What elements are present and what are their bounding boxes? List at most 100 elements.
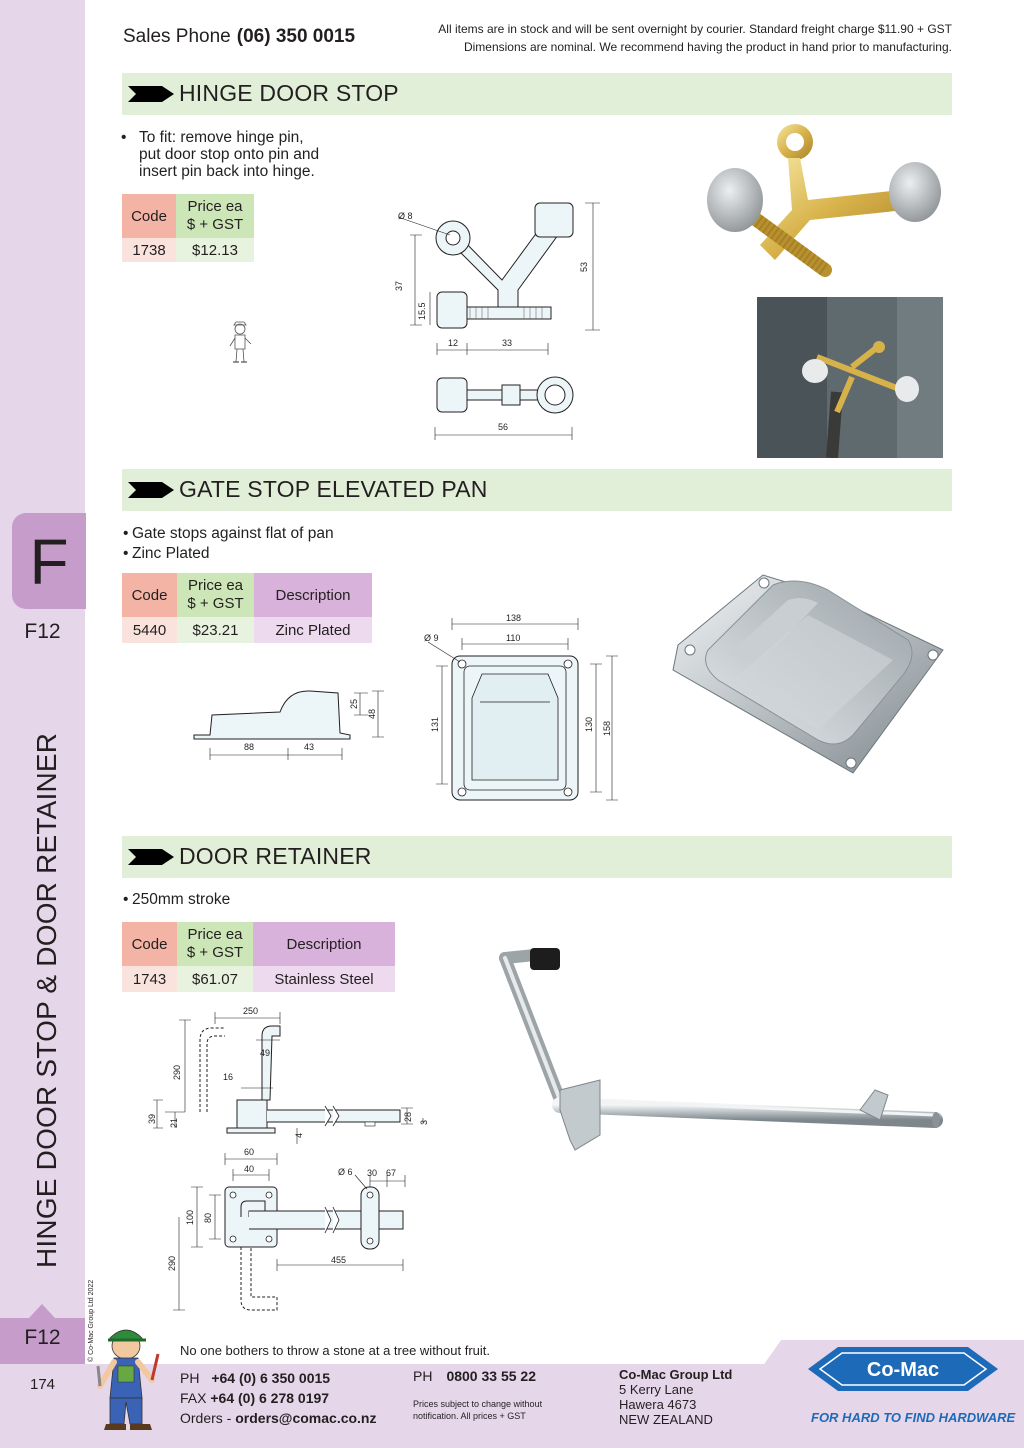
footer-fax-number: +64 (0) 6 278 0197 bbox=[210, 1390, 330, 1406]
hinge-door-stop-drawing: Ø 8 37 15.5 53 12 33 56 bbox=[394, 202, 600, 440]
section-arrow-icon bbox=[128, 482, 174, 498]
logo-tagline: FOR HARD TO FIND HARDWARE bbox=[811, 1410, 1016, 1425]
footer-phone: PH +64 (0) 6 350 0015 bbox=[180, 1370, 331, 1386]
sales-phone-number[interactable]: (06) 350 0015 bbox=[236, 26, 356, 47]
section-title: GATE STOP ELEVATED PAN bbox=[179, 476, 488, 502]
footer-tagline: No one bothers to throw a stone at a tre… bbox=[180, 1343, 491, 1358]
bottom-tab-code: F12 bbox=[24, 1326, 61, 1349]
col-header-code: Code bbox=[122, 922, 177, 966]
cell-code: 1738 bbox=[122, 238, 176, 262]
door-retainer-side-drawing: 250 49 290 16 39 21 4 28 3 bbox=[147, 1006, 429, 1144]
section-tab-code: F12 bbox=[24, 620, 61, 643]
bullet-item: To fit: remove hinge pin, bbox=[121, 129, 319, 146]
bottom-tab-arrow bbox=[29, 1304, 55, 1318]
dim-label: 28 bbox=[403, 1112, 413, 1122]
gate-bullets: Gate stops against flat of pan Zinc Plat… bbox=[123, 524, 334, 564]
hinge-door-stop-photo bbox=[707, 124, 941, 277]
dim-label: 33 bbox=[502, 338, 512, 348]
retainer-bullets: 250mm stroke bbox=[123, 890, 230, 910]
cell-price: $23.21 bbox=[177, 617, 254, 643]
cell-price: $61.07 bbox=[177, 966, 253, 992]
dim-label: 290 bbox=[172, 1065, 182, 1080]
sales-phone-label: Sales Phone bbox=[123, 26, 231, 47]
dim-label: 39 bbox=[147, 1114, 157, 1124]
logo-text: Co-Mac bbox=[867, 1359, 939, 1381]
section-title: HINGE DOOR STOP bbox=[179, 80, 399, 106]
hinge-price-table: Code Price ea$ + GST 1738 $12.13 bbox=[122, 194, 254, 262]
bullet-continuation: put door stop onto pin and bbox=[139, 146, 320, 163]
comac-logo: Co-Mac bbox=[808, 1347, 998, 1391]
dim-label: 4 bbox=[294, 1133, 304, 1138]
bullet-item: 250mm stroke bbox=[123, 890, 230, 910]
bullet-item: Zinc Plated bbox=[123, 544, 334, 564]
copyright-notice: © Co-Mac Group Ltd 2022 bbox=[88, 1279, 95, 1362]
section-header-gate-stop: GATE STOP ELEVATED PAN bbox=[122, 469, 952, 511]
cell-code: 5440 bbox=[122, 617, 177, 643]
dim-label: 250 bbox=[243, 1006, 258, 1016]
dim-label: 40 bbox=[244, 1164, 254, 1174]
section-arrow-icon bbox=[128, 86, 174, 102]
dim-label: 56 bbox=[498, 422, 508, 432]
gate-stop-photo bbox=[672, 574, 944, 774]
footer-phone2-number[interactable]: 0800 33 55 22 bbox=[446, 1368, 536, 1384]
dim-label: 130 bbox=[584, 717, 594, 732]
col-header-price: Price ea$ + GST bbox=[176, 194, 254, 238]
footer-orders-email[interactable]: orders@comac.co.nz bbox=[235, 1410, 377, 1426]
dim-label: 158 bbox=[602, 721, 612, 736]
table-row: 1738 $12.13 bbox=[122, 238, 254, 262]
col-header-code: Code bbox=[122, 573, 177, 617]
footer-phone-number[interactable]: +64 (0) 6 350 0015 bbox=[211, 1370, 331, 1386]
table-row: 5440 $23.21 Zinc Plated bbox=[122, 617, 372, 643]
col-header-price: Price ea$ + GST bbox=[177, 573, 254, 617]
section-header-door-retainer: DOOR RETAINER bbox=[122, 836, 952, 878]
dim-label: 138 bbox=[506, 613, 521, 623]
cell-price: $12.13 bbox=[176, 238, 254, 262]
footer-address: Co-Mac Group Ltd 5 Kerry Lane Hawera 467… bbox=[619, 1367, 732, 1427]
bullet-item: Gate stops against flat of pan bbox=[123, 524, 334, 544]
page-number: 174 bbox=[29, 1376, 56, 1393]
sales-phone: Sales Phone(06) 350 0015 bbox=[123, 26, 355, 48]
section-title: DOOR RETAINER bbox=[179, 843, 372, 869]
dim-label: 455 bbox=[331, 1255, 346, 1265]
section-header-hinge-door-stop: HINGE DOOR STOP bbox=[122, 73, 952, 115]
retainer-price-table: Code Price ea$ + GST Description 1743 $6… bbox=[122, 922, 395, 992]
dim-label: 110 bbox=[506, 633, 520, 643]
dim-label: 21 bbox=[169, 1118, 179, 1128]
dim-label: 25 bbox=[349, 699, 359, 709]
gate-price-table: Code Price ea$ + GST Description 5440 $2… bbox=[122, 573, 372, 643]
col-header-price: Price ea$ + GST bbox=[177, 922, 253, 966]
mascot-plumber-icon bbox=[96, 1329, 160, 1430]
header-note-line1: All items are in stock and will be sent … bbox=[438, 22, 952, 36]
dim-label: 30 bbox=[367, 1168, 377, 1178]
cell-description: Zinc Plated bbox=[254, 617, 372, 643]
footer-address-line: NEW ZEALAND bbox=[619, 1412, 713, 1427]
col-header-code: Code bbox=[122, 194, 176, 238]
dim-label: 100 bbox=[185, 1210, 195, 1225]
footer-contacts: PH +64 (0) 6 350 0015 FAX +64 (0) 6 278 … bbox=[180, 1368, 377, 1428]
section-arrow-icon bbox=[128, 849, 174, 865]
header-note-line2: Dimensions are nominal. We recommend hav… bbox=[463, 40, 952, 54]
dim-label: 131 bbox=[430, 717, 440, 732]
dim-label: 16 bbox=[223, 1072, 233, 1082]
footer-fax: FAX +64 (0) 6 278 0197 bbox=[180, 1390, 330, 1406]
cell-code: 1743 bbox=[122, 966, 177, 992]
gate-stop-side-drawing: 88 43 25 48 bbox=[193, 690, 384, 760]
mascot-sketch-icon bbox=[229, 321, 252, 363]
dim-label: Ø 8 bbox=[398, 211, 413, 221]
dim-label: 12 bbox=[448, 338, 458, 348]
dim-label: 15.5 bbox=[417, 302, 427, 320]
dim-label: Ø 6 bbox=[338, 1167, 353, 1177]
dim-label: 48 bbox=[367, 709, 377, 719]
sidebar bbox=[0, 0, 85, 1448]
dim-label: Ø 9 bbox=[424, 633, 439, 643]
header-note: All items are in stock and will be sent … bbox=[438, 20, 952, 56]
bottom-tab bbox=[0, 1318, 85, 1364]
hinge-door-stop-installed-photo bbox=[757, 297, 943, 458]
footer-address-line: Hawera 4673 bbox=[619, 1397, 697, 1412]
cell-description: Stainless Steel bbox=[253, 966, 395, 992]
vertical-page-title: HINGE DOOR STOP & DOOR RETAINER bbox=[31, 732, 62, 1268]
dim-label: 88 bbox=[244, 742, 254, 752]
col-header-description: Description bbox=[253, 922, 395, 966]
bullet-continuation: insert pin back into hinge. bbox=[139, 163, 315, 180]
